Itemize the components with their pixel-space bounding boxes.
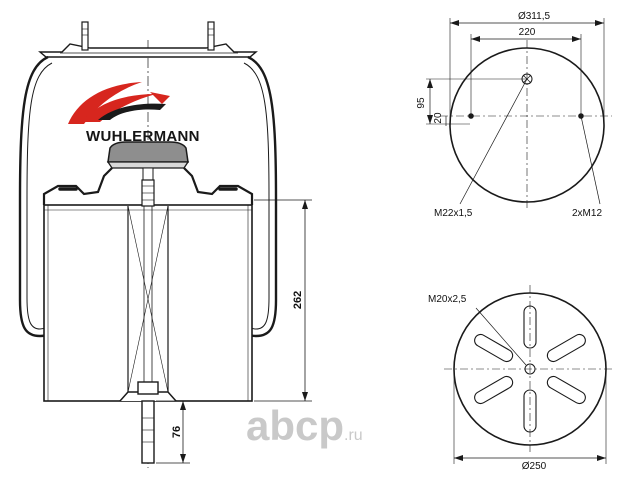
side-thread-label: 2xM12 <box>572 208 602 219</box>
bottom-stud <box>141 400 155 464</box>
side-view <box>18 21 312 468</box>
stud-length-label: 76 <box>171 426 183 438</box>
top-view <box>426 18 612 210</box>
mounting-stud-left <box>81 21 89 51</box>
top-bead-plate <box>38 43 258 58</box>
piston-body <box>43 204 253 402</box>
bump-stop <box>106 141 190 181</box>
center-rod <box>141 179 155 392</box>
watermark-suffix: .ru <box>344 427 363 444</box>
offset-small-label: 20 <box>433 112 444 124</box>
center-port-icon <box>521 73 533 85</box>
radial-slots <box>474 305 586 433</box>
brand-logo: WUHLERMANN <box>68 82 200 145</box>
dimension-stud <box>156 400 190 464</box>
bottom-center-hole-icon <box>524 363 536 375</box>
piston-inner-tube <box>127 205 169 393</box>
bottom-view <box>444 285 612 464</box>
center-thread-label: M22x1,5 <box>434 208 473 219</box>
top-diameter-label: Ø311,5 <box>518 11 550 22</box>
mounting-stud-right <box>207 21 215 51</box>
watermark: abcp .ru <box>246 402 363 449</box>
offset-large-label: 95 <box>416 97 427 109</box>
piston-flange-left <box>42 167 113 205</box>
height-label: 262 <box>292 291 304 309</box>
bottom-nut <box>137 381 159 395</box>
stud-spacing-label: 220 <box>519 27 536 38</box>
bottom-thread-label: M20x2,5 <box>428 294 467 305</box>
piston-flange-right <box>183 167 254 205</box>
dimension-height <box>254 199 312 402</box>
watermark-main: abcp <box>246 402 344 449</box>
stud-hole-left-icon <box>468 113 474 119</box>
brand-swoosh-icon <box>68 82 142 124</box>
brand-name: WUHLERMANN <box>86 128 200 145</box>
bottom-diameter-label: Ø250 <box>522 461 547 472</box>
